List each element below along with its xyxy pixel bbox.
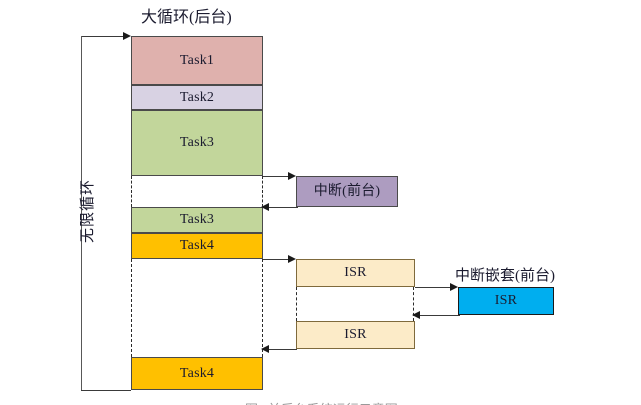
task-block-task4-first: Task4 (131, 233, 263, 259)
interrupt-return-line (265, 207, 298, 208)
preempt-gap-dash-right-2 (262, 259, 263, 357)
interrupt-enter-line (263, 176, 293, 177)
preempt-gap-dash-left-2 (131, 259, 132, 357)
title-nested-interrupt: 中断嵌套(前台) (455, 268, 555, 284)
isr-gap-dash-right (413, 287, 414, 321)
task-block-task3-resumed: Task3 (131, 207, 263, 233)
loop-left-line (81, 36, 82, 390)
isr-return-arrowhead (261, 344, 269, 353)
task-block-task3-first: Task3 (131, 110, 263, 176)
preempt-gap-dash-left-1 (131, 176, 132, 207)
nested-isr-return-arrowhead (412, 310, 420, 319)
nested-isr-return-line (416, 315, 460, 316)
interrupt-block: 中断(前台) (296, 176, 398, 207)
task-block-task1: Task1 (131, 36, 263, 85)
interrupt-return-arrowhead (261, 202, 269, 211)
loop-top-arrowhead (123, 31, 131, 40)
infinite-loop-label: 无限循环 (80, 178, 96, 243)
task-block-task4-resumed: Task4 (131, 357, 263, 390)
interrupt-enter-arrowhead (288, 171, 296, 180)
isr-enter-line (263, 259, 293, 260)
nested-isr-enter-arrowhead (450, 282, 458, 291)
isr-block-first: ISR (296, 259, 415, 287)
nested-isr-enter-line (415, 287, 455, 288)
task-block-task2: Task2 (131, 85, 263, 110)
loop-top-line (81, 36, 125, 37)
loop-bottom-line (81, 390, 131, 391)
figure-caption: 图1 前后台系统运行示意图 (245, 399, 505, 405)
preempt-gap-dash-right-1 (262, 176, 263, 207)
isr-return-line (265, 349, 297, 350)
isr-enter-arrowhead (288, 254, 296, 263)
isr-gap-dash-left (296, 287, 297, 321)
isr-block-second: ISR (296, 321, 415, 349)
nested-isr-block: ISR (458, 287, 554, 315)
title-main-loop: 大循环(后台) (141, 9, 232, 26)
